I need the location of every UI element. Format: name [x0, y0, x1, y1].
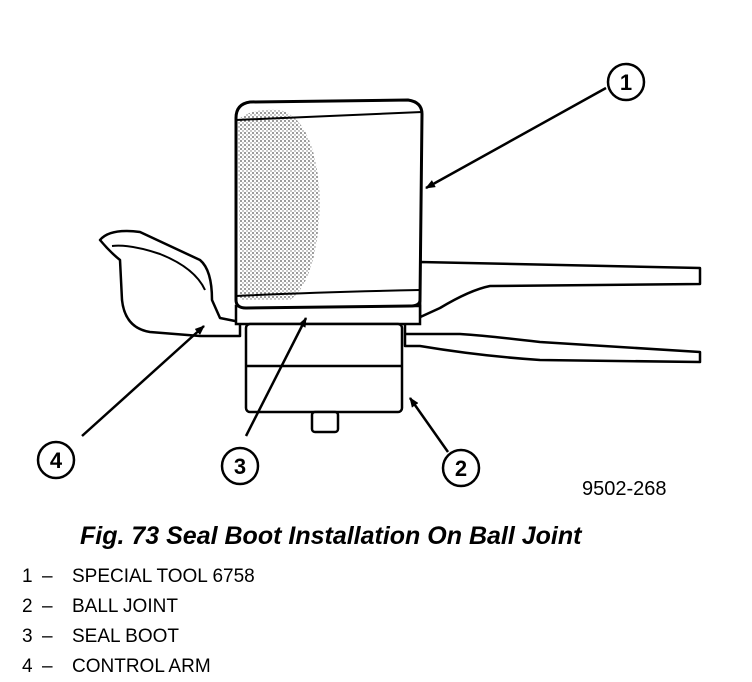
- legend-item: 1–SPECIAL TOOL 6758: [22, 562, 255, 592]
- legend-item: 4–CONTROL ARM: [22, 652, 255, 682]
- callout-3: 3: [220, 446, 260, 486]
- callout-1-number: 1: [620, 70, 632, 95]
- figure-id: 9502-268: [582, 478, 667, 500]
- legend-number: 3: [22, 626, 33, 647]
- callout-2: 2: [441, 448, 481, 488]
- legend-label: SPECIAL TOOL 6758: [72, 566, 255, 587]
- legend-number: 4: [22, 656, 33, 677]
- legend-number: 2: [22, 596, 33, 617]
- legend-separator: –: [42, 656, 53, 677]
- control-arm: [98, 229, 702, 364]
- special-tool: [234, 98, 424, 310]
- callout-leaders: [81, 86, 607, 453]
- callout-2-number: 2: [455, 456, 467, 481]
- leader-4: [81, 325, 205, 437]
- leader-3: [244, 317, 308, 437]
- seal-boot-installation-illustration: 1 2 3 4: [36, 62, 702, 488]
- legend-label: SEAL BOOT: [72, 626, 179, 647]
- legend-label: BALL JOINT: [72, 596, 178, 617]
- callout-1: 1: [606, 62, 646, 102]
- callout-4-number: 4: [50, 448, 63, 473]
- callout-3-number: 3: [234, 454, 246, 479]
- legend-separator: –: [42, 626, 53, 647]
- legend-item: 3–SEAL BOOT: [22, 622, 255, 652]
- legend-list: 1–SPECIAL TOOL 6758 2–BALL JOINT 3–SEAL …: [22, 562, 255, 682]
- callout-4: 4: [36, 440, 76, 480]
- legend-item: 2–BALL JOINT: [22, 592, 255, 622]
- legend-label: CONTROL ARM: [72, 656, 211, 677]
- ball-joint: [244, 322, 404, 434]
- figure-caption: Fig. 73 Seal Boot Installation On Ball J…: [80, 522, 582, 550]
- leader-1: [425, 86, 607, 190]
- legend-separator: –: [42, 566, 53, 587]
- legend-number: 1: [22, 566, 33, 587]
- leader-2: [408, 397, 450, 453]
- legend-separator: –: [42, 596, 53, 617]
